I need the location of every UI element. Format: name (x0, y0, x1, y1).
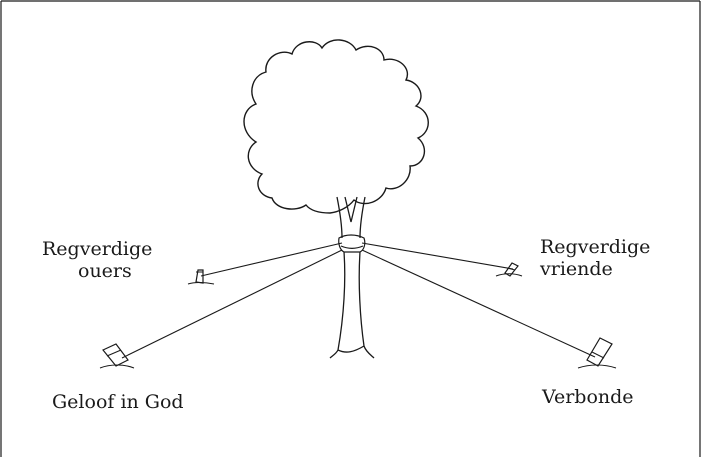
tree-knot-icon (338, 234, 366, 253)
label-parents-line-2: ouers (78, 260, 132, 282)
label-friends-line-2: vriende (540, 258, 613, 280)
tree-fork-icon (336, 196, 366, 239)
label-friends-line-1: Regverdige (540, 236, 651, 258)
rope-to-parents (200, 242, 343, 277)
label-friends: Regverdige vriende (540, 236, 650, 280)
label-parents-line-1: Regverdige (42, 238, 153, 260)
rope-to-friends (361, 242, 514, 270)
stake-icon (187, 269, 215, 285)
label-faith: Geloof in God (52, 391, 184, 413)
rope-to-faith (121, 249, 343, 359)
tree-trunk-icon (329, 251, 375, 359)
stake-icon (495, 262, 523, 277)
stake-icon (577, 337, 617, 369)
label-parents: Regverdige ouers (42, 238, 152, 282)
tree-canopy-icon (243, 39, 429, 214)
rope-to-covenants (361, 249, 596, 358)
stake-icon (99, 343, 135, 369)
label-covenants: Verbonde (542, 386, 634, 408)
